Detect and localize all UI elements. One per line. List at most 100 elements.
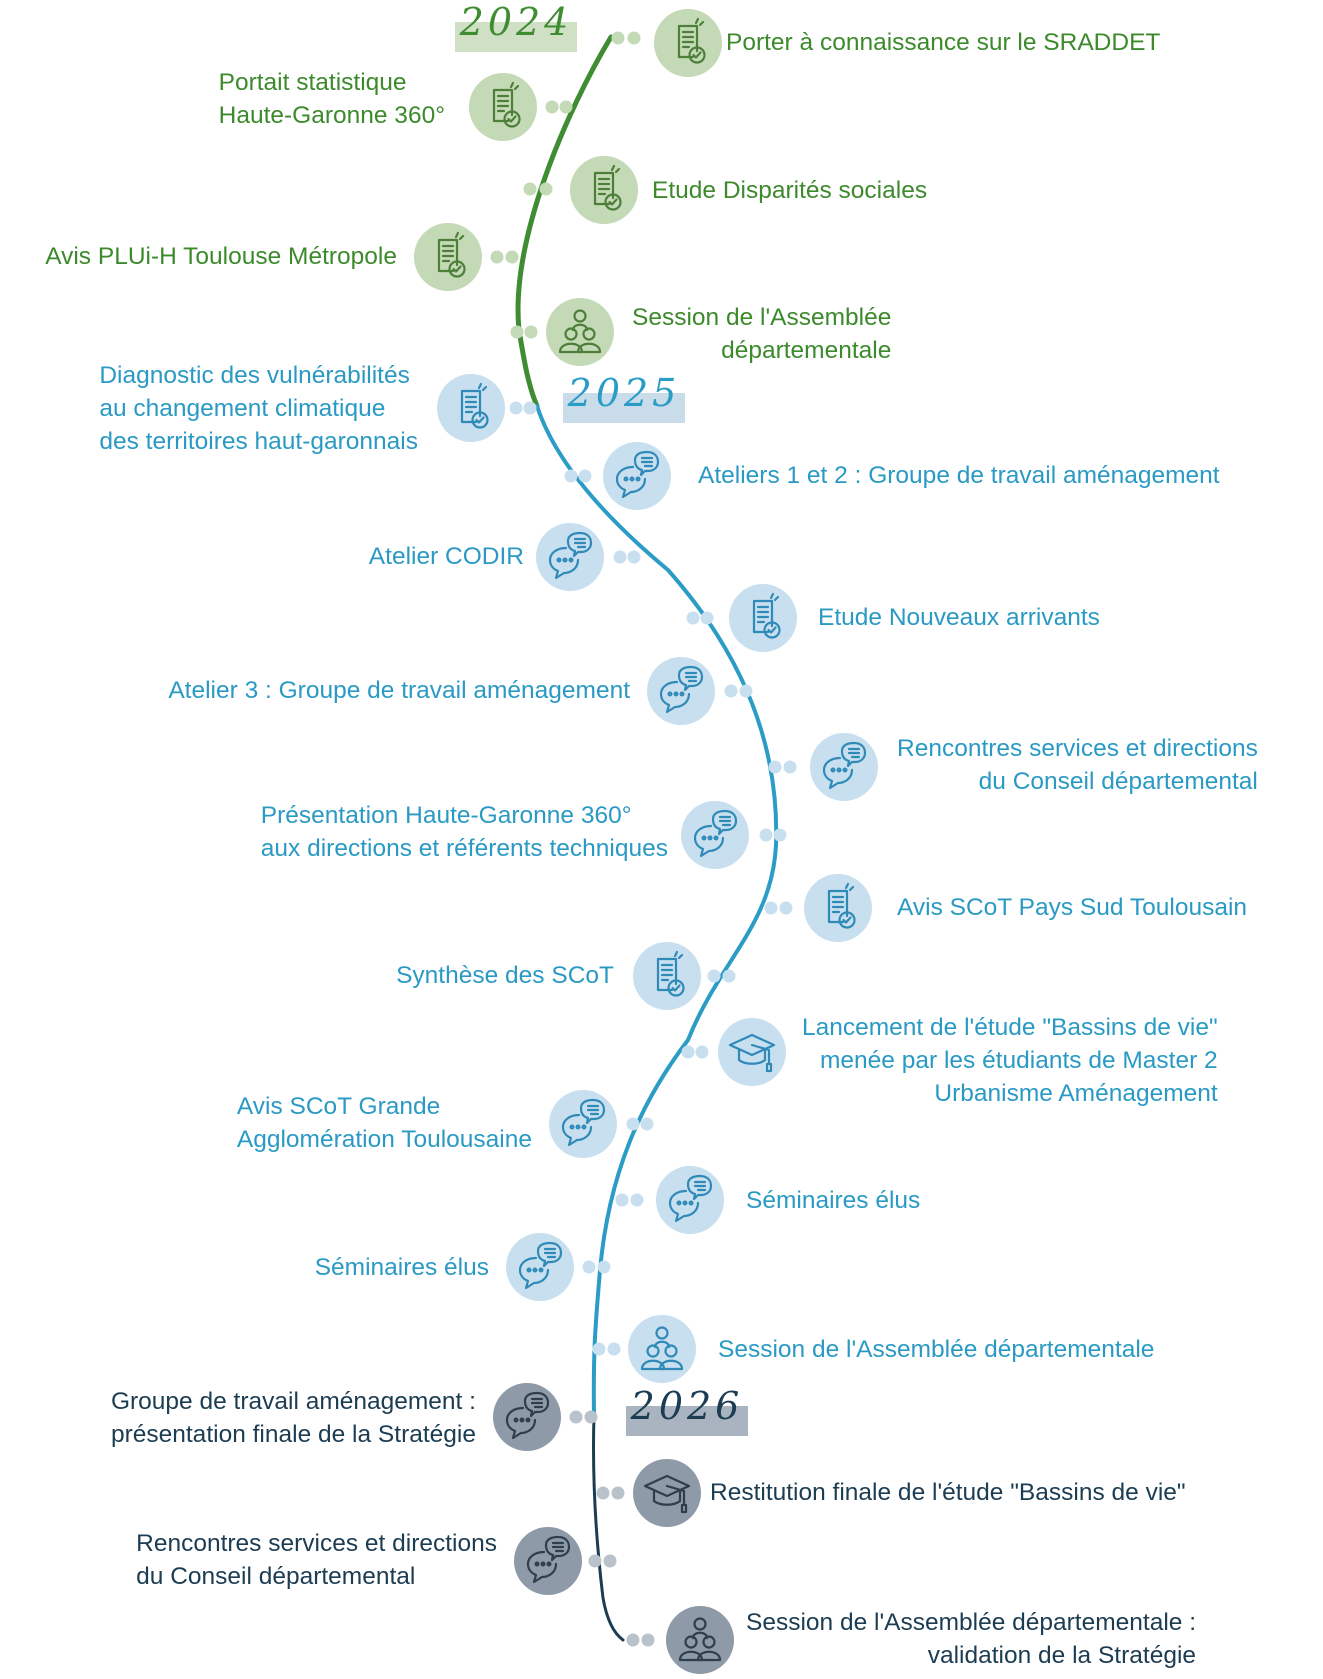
connector-dot bbox=[759, 828, 773, 842]
timeline-event bbox=[437, 374, 537, 442]
event-icon-circle bbox=[656, 1166, 724, 1234]
timeline-event bbox=[681, 1018, 786, 1086]
event-label: Avis PLUi-H Toulouse Métropole bbox=[45, 243, 397, 270]
event-icon-circle bbox=[628, 1315, 696, 1383]
event-label: Session de l'Assemblée départementale : … bbox=[746, 1609, 1197, 1669]
timeline-event bbox=[615, 1166, 724, 1234]
connector-dot bbox=[607, 1342, 621, 1356]
timeline-event bbox=[414, 223, 519, 291]
connector-dot bbox=[627, 31, 641, 45]
connector-dot bbox=[764, 901, 778, 915]
connector-dot bbox=[779, 901, 793, 915]
event-label: Restitution finale de l'étude "Bassins d… bbox=[710, 1479, 1186, 1506]
event-label: Rencontres services et directions du Con… bbox=[136, 1530, 497, 1590]
event-label: Avis SCoT Pays Sud Toulousain bbox=[897, 894, 1248, 921]
year-marker-background bbox=[563, 393, 685, 423]
event-icon-circle bbox=[718, 1018, 786, 1086]
connector-dot bbox=[524, 325, 538, 339]
connector-dot bbox=[505, 250, 519, 264]
connector-dot bbox=[539, 182, 553, 196]
year-marker-background bbox=[455, 22, 577, 52]
event-icon-circle bbox=[546, 298, 614, 366]
connector-dot bbox=[681, 1045, 695, 1059]
event-icon-circle bbox=[633, 1459, 701, 1527]
timeline-event bbox=[549, 1090, 654, 1158]
timeline-event bbox=[768, 733, 878, 801]
connector-dot bbox=[630, 1193, 644, 1207]
timeline-event bbox=[686, 584, 797, 652]
connector-dot bbox=[578, 469, 592, 483]
event-label: Atelier 3 : Groupe de travail aménagemen… bbox=[168, 677, 630, 704]
connector-dot bbox=[510, 325, 524, 339]
event-icon-circle bbox=[493, 1383, 561, 1451]
timeline-event bbox=[523, 156, 638, 224]
event-icon-circle bbox=[603, 442, 671, 510]
timeline-event bbox=[514, 1527, 617, 1595]
year-label: 2025 bbox=[567, 371, 681, 415]
event-label: Groupe de travail aménagement : présenta… bbox=[110, 1388, 476, 1448]
connector-dot bbox=[641, 1633, 655, 1647]
event-label: Avis SCoT Grande Agglomération Toulousai… bbox=[236, 1093, 532, 1153]
timeline-event bbox=[506, 1233, 611, 1301]
connector-dot bbox=[626, 1117, 640, 1131]
connector-dot bbox=[559, 100, 573, 114]
event-icon-circle bbox=[666, 1606, 734, 1674]
event-label: Diagnostic des vulnérabilités au changem… bbox=[99, 362, 418, 455]
connector-dot bbox=[523, 401, 537, 415]
event-icon-circle bbox=[536, 523, 604, 591]
connector-dot bbox=[490, 250, 504, 264]
connector-dot bbox=[783, 760, 797, 774]
connector-dot bbox=[592, 1342, 606, 1356]
timeline-event bbox=[469, 73, 573, 141]
connector-dot bbox=[597, 1260, 611, 1274]
connector-dot bbox=[707, 969, 721, 983]
event-label: Etude Nouveaux arrivants bbox=[818, 604, 1100, 631]
event-label: Lancement de l'étude "Bassins de vie" me… bbox=[802, 1014, 1218, 1107]
connector-dot bbox=[773, 828, 787, 842]
timeline-curve-dark bbox=[592, 1413, 625, 1642]
connector-dot bbox=[523, 182, 537, 196]
connector-dot bbox=[569, 1410, 583, 1424]
event-label: Session de l'Assemblée départementale bbox=[718, 1336, 1155, 1363]
connector-dot bbox=[615, 1193, 629, 1207]
connector-dot bbox=[768, 760, 782, 774]
event-label: Etude Disparités sociales bbox=[652, 177, 928, 204]
connector-dot bbox=[545, 100, 559, 114]
event-label: Séminaires élus bbox=[746, 1187, 921, 1214]
timeline-curve-green bbox=[515, 34, 614, 409]
connector-dot bbox=[582, 1260, 596, 1274]
event-label: Synthèse des SCoT bbox=[396, 962, 614, 989]
year-label: 2026 bbox=[630, 1384, 744, 1428]
event-icon-circle bbox=[647, 657, 715, 725]
connector-dot bbox=[613, 550, 627, 564]
connector-dot bbox=[686, 611, 700, 625]
connector-dot bbox=[724, 684, 738, 698]
connector-dot bbox=[722, 969, 736, 983]
timeline-event bbox=[633, 942, 736, 1010]
event-icon-circle bbox=[506, 1233, 574, 1301]
timeline-event bbox=[626, 1606, 734, 1674]
timeline-event bbox=[536, 523, 641, 591]
event-label: Session de l'Assemblée départementale bbox=[632, 304, 892, 364]
event-label: Séminaires élus bbox=[314, 1254, 489, 1281]
event-label: Porter à connaissance sur le SRADDET bbox=[726, 29, 1161, 56]
connector-dot bbox=[611, 1486, 625, 1500]
event-label: Atelier CODIR bbox=[368, 543, 524, 570]
connector-dot bbox=[700, 611, 714, 625]
event-label: Ateliers 1 et 2 : Groupe de travail amén… bbox=[698, 462, 1220, 489]
event-label: Portait statistique Haute-Garonne 360° bbox=[218, 69, 445, 129]
timeline-event bbox=[510, 298, 614, 366]
timeline-event bbox=[764, 874, 872, 942]
event-icon-circle bbox=[810, 733, 878, 801]
event-icon-circle bbox=[549, 1090, 617, 1158]
connector-dot bbox=[564, 469, 578, 483]
connector-dot bbox=[596, 1486, 610, 1500]
connector-dot bbox=[640, 1117, 654, 1131]
connector-dot bbox=[739, 684, 753, 698]
connector-dot bbox=[588, 1554, 602, 1568]
event-icon-circle bbox=[514, 1527, 582, 1595]
connector-dot bbox=[626, 1633, 640, 1647]
connector-dot bbox=[509, 401, 523, 415]
timeline-event bbox=[647, 657, 753, 725]
